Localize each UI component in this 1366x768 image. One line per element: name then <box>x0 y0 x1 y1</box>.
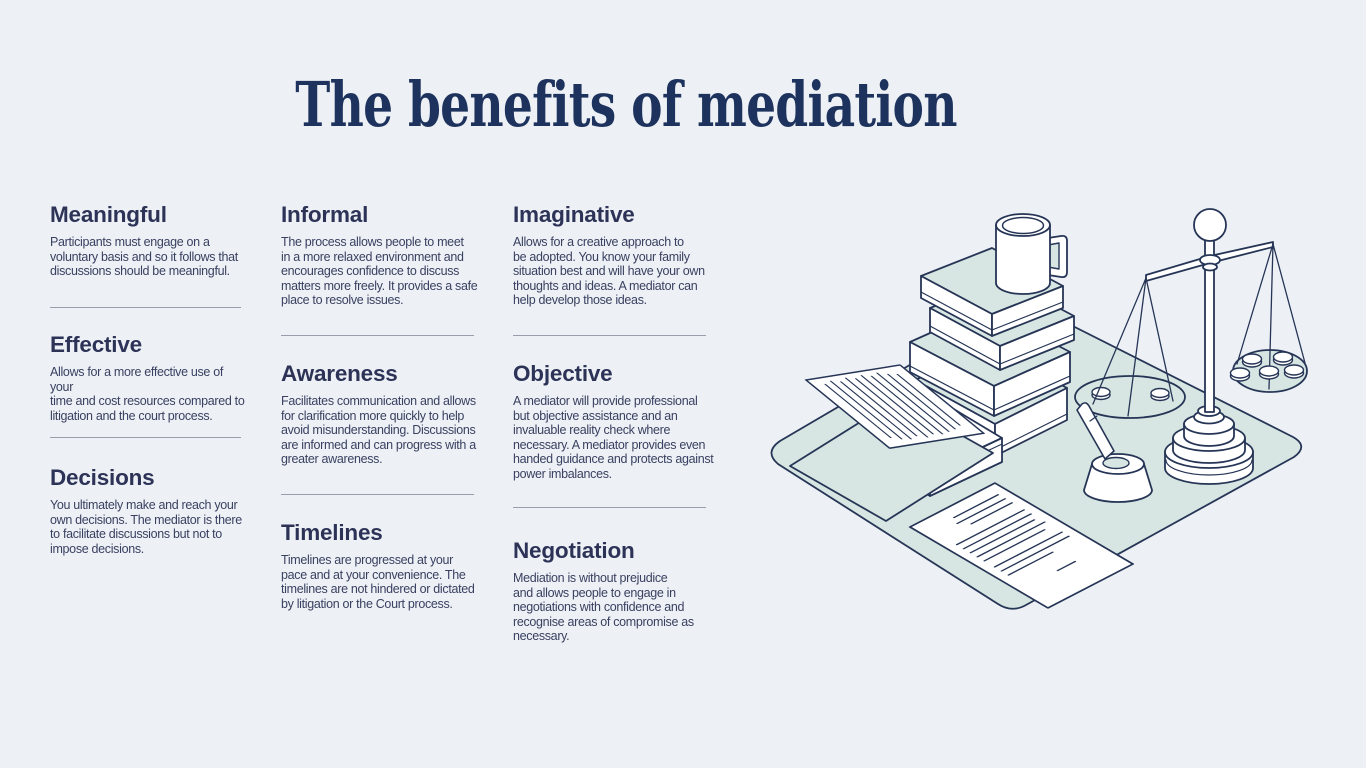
section-decisions: Decisions You ultimately make and reach … <box>50 464 248 556</box>
desk-scene-illustration <box>770 208 1308 610</box>
document-icon <box>908 482 1135 609</box>
section-meaningful: Meaningful Participants must engage on a… <box>50 201 248 279</box>
section-timelines: Timelines Timelines are progressed at yo… <box>281 519 489 611</box>
benefit-heading: Negotiation <box>513 538 635 563</box>
benefit-body: Participants must engage on a voluntary … <box>50 235 238 279</box>
coins-icon <box>1229 351 1305 382</box>
benefit-heading: Effective <box>50 332 142 357</box>
coffee-mug-icon <box>995 213 1068 295</box>
benefit-heading: Timelines <box>281 520 383 545</box>
section-awareness: Awareness Facilitates communication and … <box>281 360 489 467</box>
benefit-body: Facilitates communication and allows for… <box>281 394 476 467</box>
section-divider <box>50 307 241 308</box>
section-divider <box>513 335 706 336</box>
inkwell-pen-icon <box>1076 402 1153 503</box>
benefit-body: You ultimately make and reach your own d… <box>50 498 242 556</box>
benefit-heading: Imaginative <box>513 202 635 227</box>
benefit-body: The process allows people to meet in a m… <box>281 235 478 308</box>
section-divider <box>281 335 474 336</box>
section-informal: Informal The process allows people to me… <box>281 201 489 308</box>
scales-of-justice-icon <box>1092 208 1308 485</box>
benefit-heading: Informal <box>281 202 369 227</box>
benefit-body: Timelines are progressed at your pace an… <box>281 553 475 611</box>
benefits-column-3: Imaginative Allows for a creative approa… <box>513 0 727 768</box>
benefits-column-1: Meaningful Participants must engage on a… <box>50 0 248 768</box>
section-imaginative: Imaginative Allows for a creative approa… <box>513 201 727 308</box>
section-divider <box>50 437 241 438</box>
benefit-body: Allows for a more effective use of your … <box>50 365 245 423</box>
benefit-body: Allows for a creative approach to be ado… <box>513 235 705 308</box>
benefit-heading: Meaningful <box>50 202 167 227</box>
benefit-body: A mediator will provide professional but… <box>513 394 714 481</box>
section-divider <box>281 494 474 495</box>
section-divider <box>513 507 706 508</box>
benefit-body: Mediation is without prejudice and allow… <box>513 571 694 644</box>
benefit-heading: Objective <box>513 361 613 386</box>
section-negotiation: Negotiation Mediation is without prejudi… <box>513 537 727 644</box>
page-title: The benefits of mediation <box>295 68 957 141</box>
section-objective: Objective A mediator will provide profes… <box>513 360 727 482</box>
book-stack-icon <box>909 247 1075 457</box>
benefit-heading: Decisions <box>50 465 155 490</box>
benefits-column-2: Informal The process allows people to me… <box>281 0 489 768</box>
benefit-heading: Awareness <box>281 361 398 386</box>
scale-strings <box>1092 243 1306 417</box>
open-book-icon <box>789 364 1003 522</box>
section-effective: Effective Allows for a more effective us… <box>50 331 248 423</box>
